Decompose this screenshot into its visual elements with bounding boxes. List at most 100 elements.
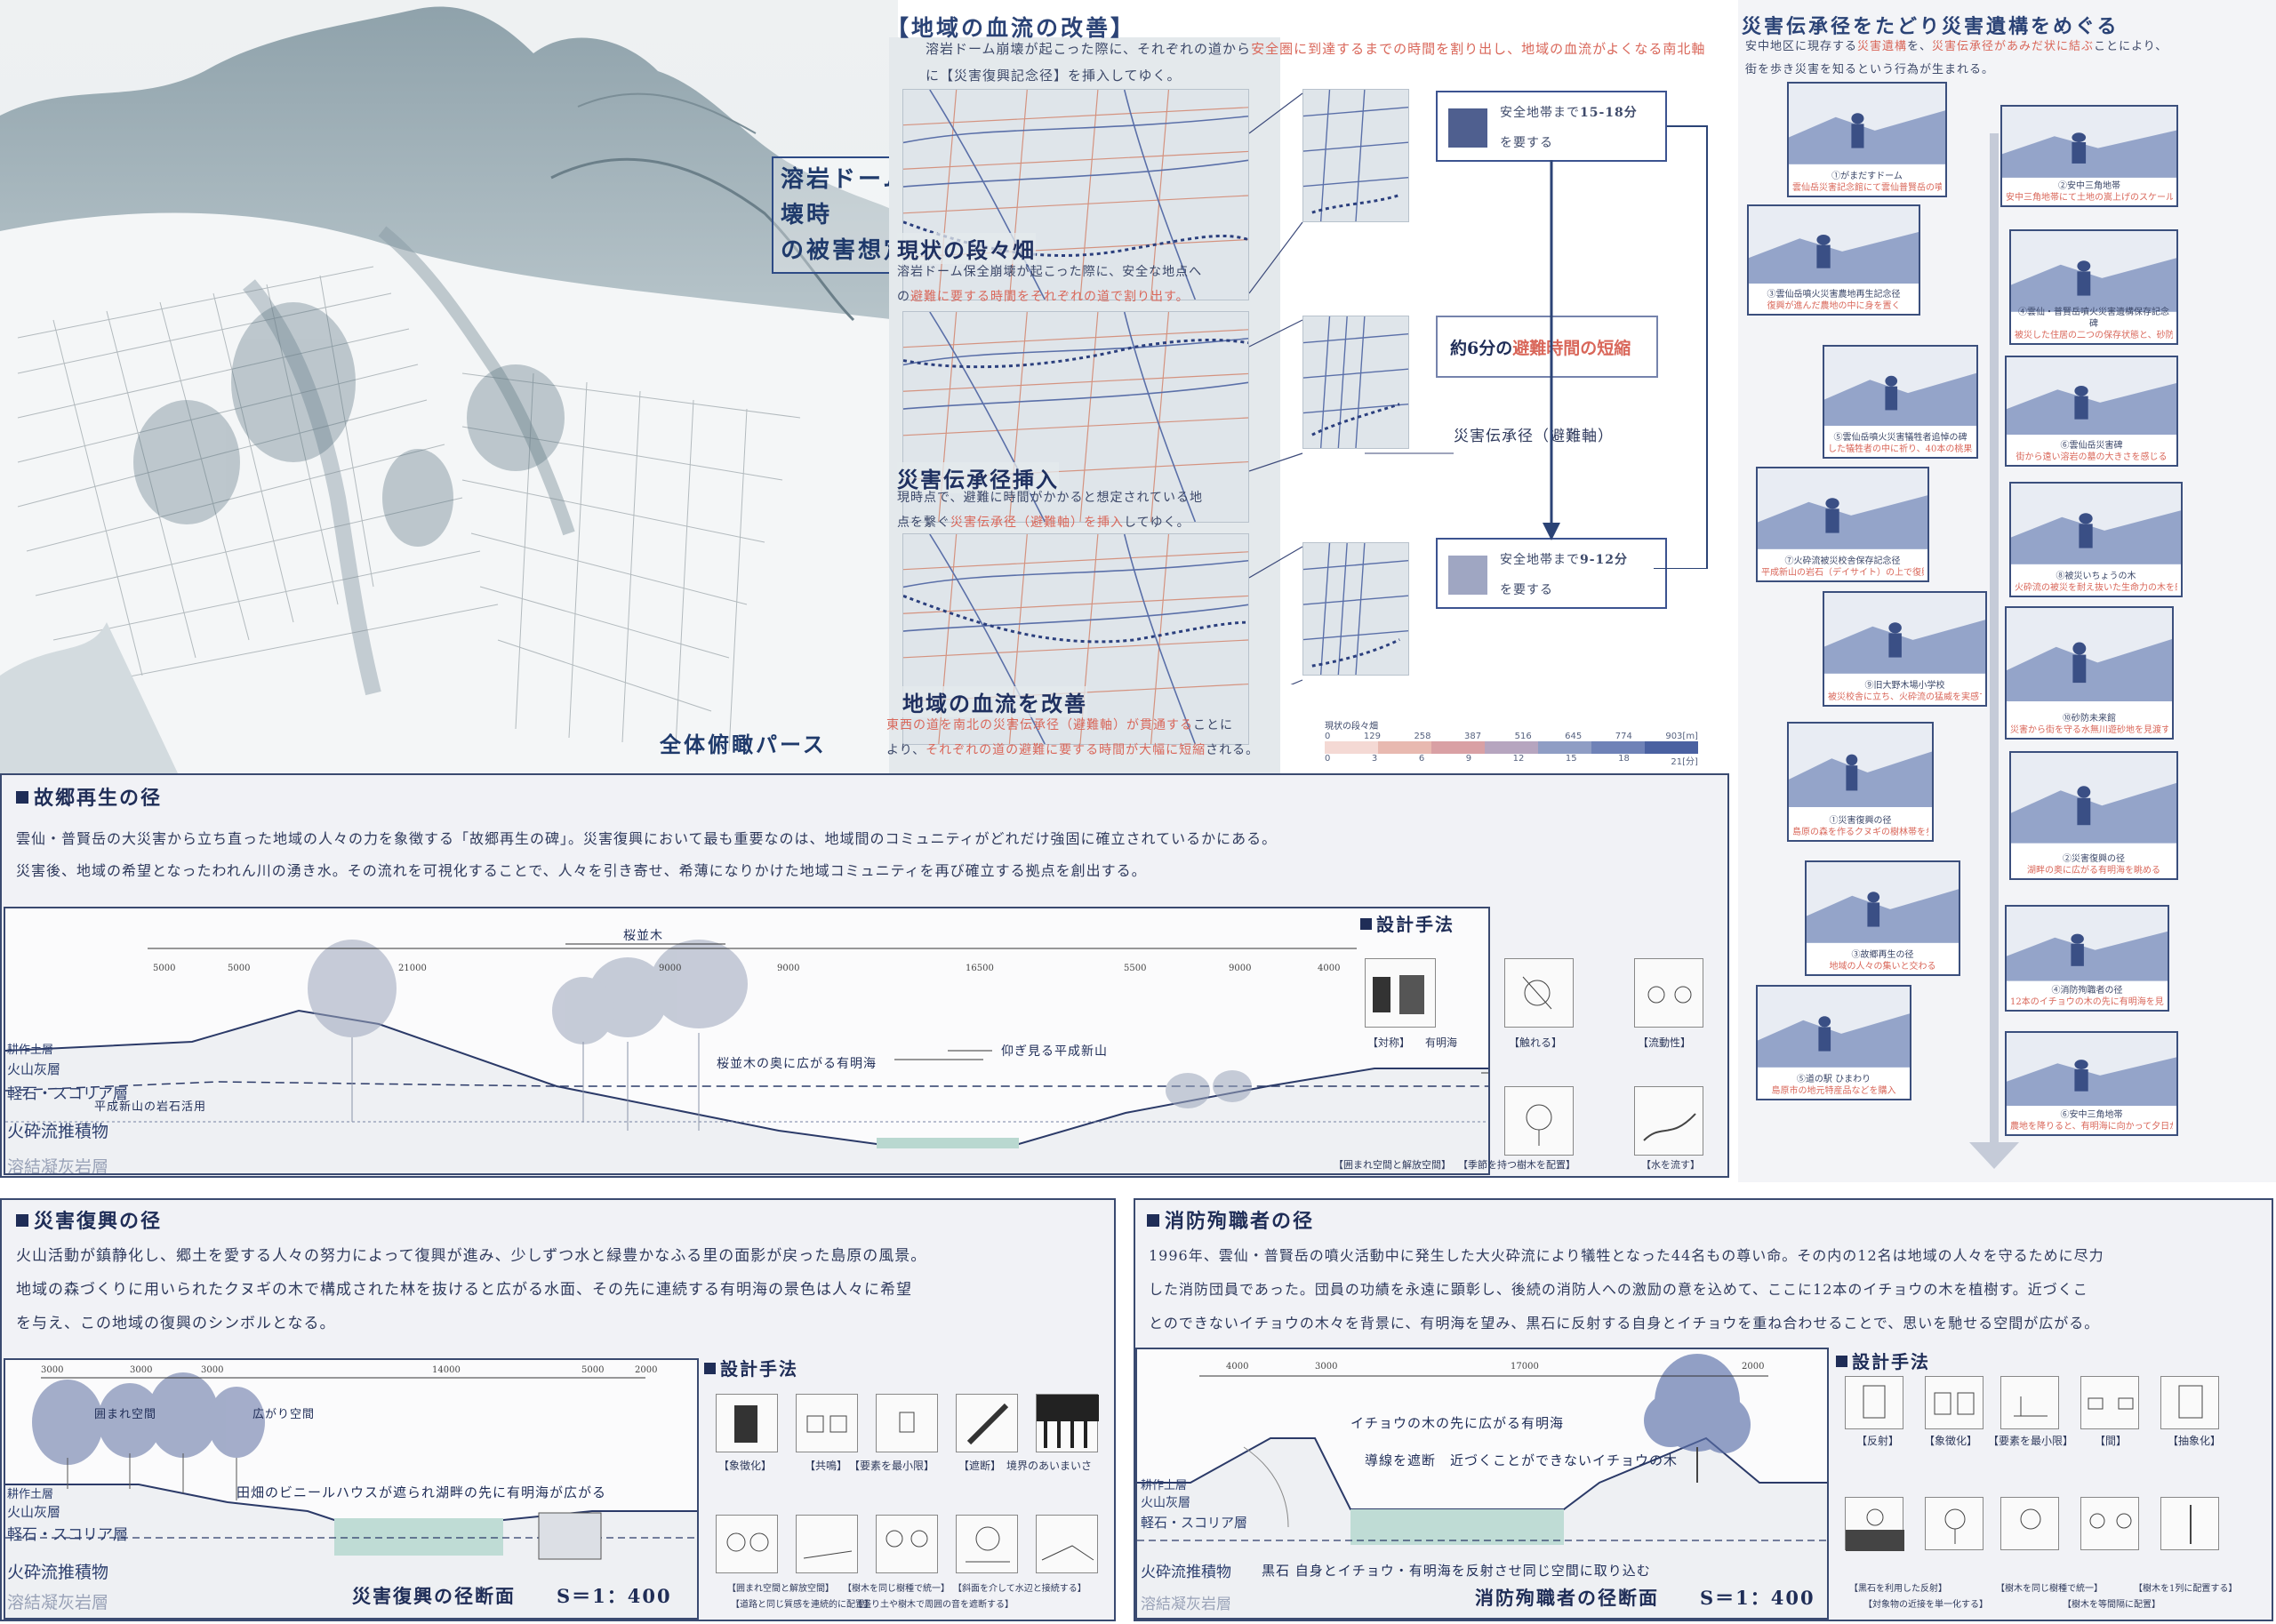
stage2-note-2b: 災害伝承径（避難軸）を挿入 <box>950 516 1124 530</box>
saigai-m-resonance-card <box>796 1394 858 1452</box>
route-card: ⑤道の駅 ひまわり島原市の地元特産品などを購入 <box>1756 985 1911 1100</box>
route-card-caption: ⑧被災いちょうの木火砕流の被災を耐え抜いた生命力の木を感じる <box>2015 571 2177 594</box>
shobo-dim-2: 3000 <box>1315 1362 1338 1372</box>
route-card-illustration <box>2007 608 2172 702</box>
route-card-sketch <box>2002 130 2176 178</box>
boundary-icon <box>1037 1395 1099 1448</box>
shobo-title: 消防殉職者の径 <box>1147 1205 1314 1234</box>
flow-intro-1b: 安全圏に到達するまでの時間を割り出し、 <box>1251 41 1522 57</box>
saigai-title: 災害復興の径 <box>16 1205 162 1234</box>
single-icon <box>2020 1508 2041 1530</box>
route-intro-2: 街を歩き災害を知るという行為が生まれる。 <box>1745 63 1995 76</box>
zoom-map-1 <box>1302 89 1409 222</box>
resonance-icon <box>806 1415 847 1433</box>
route-card: ⑨旧大野木場小学校被災校舎に立ち、火砕流の猛威を実感する <box>1823 591 1987 707</box>
route-card-sketch <box>2011 258 2176 312</box>
saigai-m-minimal-card <box>876 1394 938 1452</box>
saigai-m7: 【樹木を同じ樹種で統一】 <box>843 1584 950 1594</box>
stage2-note-1: 現時点で、避難に時間がかかると想定されている地 <box>897 491 1204 505</box>
method-symmetry-sea: 有明海 <box>1425 1036 1458 1049</box>
legend-tick: 15 <box>1565 754 1577 764</box>
saigai-dim-6: 2000 <box>635 1365 658 1375</box>
route-card-caption: ①がまだすドーム雲仙岳災害記念館にて雲仙普賢岳の噴火について学ぶ <box>1792 171 1942 194</box>
route-card-desc: した犠牲者の中に祈り、40本の桃果樹に思いを馳せる <box>1828 444 1973 454</box>
route-card-caption: ③雲仙岳噴火災害農地再生記念径復興が進んだ農地の中に身を置く <box>1752 289 1915 312</box>
route-card: ③故郷再生の径地域の人々の集いと交わる <box>1805 860 1960 976</box>
box1-line1a: 安全地帯まで <box>1500 106 1580 120</box>
saigai-m-slope-card <box>1036 1515 1098 1573</box>
blood-flow-section: 【地域の血流の改善】 溶岩ドーム崩壊が起こった際に、それぞれの道から安全圏に到達… <box>885 0 1716 773</box>
strata-1: 耕作土層 <box>7 1044 54 1057</box>
saigai-strata-4: 火砕流推積物 <box>7 1563 109 1582</box>
saigai-text: 火山活動が鎮静化し、郷土を愛する人々の努力によって復興が進み、少しずつ水と緑豊か… <box>16 1239 1110 1340</box>
box3-line1b: 9-12分 <box>1580 553 1629 567</box>
route-card: ⑧被災いちょうの木火砕流の被災を耐え抜いた生命力の木を感じる <box>2009 482 2183 597</box>
ann-view: 田畑のビニールハウスが遮られ湖畔の先に有明海が広がる <box>236 1484 607 1500</box>
route-intro: 安中地区に現存する災害遺構を、災害伝承径があみだ状に結ぶことにより、 街を歩き災… <box>1745 36 2276 82</box>
route-card-desc: 被災校舎に立ち、火砕流の猛威を実感する <box>1828 692 1982 702</box>
route-card-illustration <box>1758 987 1910 1068</box>
route-card-desc: 島原の森を作るクヌギの樹林帯を歩く <box>1792 828 1928 837</box>
box3-line2: を要する <box>1500 583 1553 597</box>
furusato-dim-6: 16500 <box>966 964 994 973</box>
shobo-strata-2: 火山灰層 <box>1141 1496 1190 1510</box>
furusato-section-drawing: 5000 5000 21000 9000 9000 16500 5500 900… <box>4 907 1490 1175</box>
route-intro-1a: 安中地区に現存する <box>1745 40 1858 53</box>
shobo-m-minimal-card <box>2000 1376 2059 1429</box>
legend-color-bar <box>1325 741 1698 754</box>
stage1-note-2b: 避難に要する時間をそれぞれの道で割り出す。 <box>910 290 1190 304</box>
aerial-title: 全体俯瞰パース <box>660 732 827 757</box>
saigai-m8: 【斜面を介して水辺と接続する】 <box>953 1584 1086 1594</box>
map-2-drawing <box>903 312 1248 522</box>
route-card-caption: ⑩砂防未来館災害から街を守る水無川遊砂地を見渡す <box>2010 713 2168 736</box>
route-card-name: ⑦火砕流被災校舎保存記念径 <box>1784 556 1901 566</box>
method-fluidity: 【流動性】 <box>1638 1036 1692 1049</box>
shobo-m-ma-card <box>2080 1376 2139 1429</box>
route-card-illustration <box>2002 107 2176 178</box>
shobo-strata-4: 火砕流推積物 <box>1141 1564 1231 1581</box>
method-enclosed: 【囲まれ空間と解放空間】 <box>1334 1159 1451 1171</box>
shobo-text: 1996年、雲仙・普賢岳の噴火活動中に発生した大火砕流により犠牲となった44名も… <box>1149 1239 2269 1340</box>
route-card-sketch <box>2007 639 2172 702</box>
sound-block-icon <box>966 1526 1010 1563</box>
legend-swatch <box>1325 741 1378 754</box>
map-stage-2 <box>902 311 1249 523</box>
legend-swatch <box>1591 741 1645 754</box>
saigai-m4: 【遮断】 <box>958 1460 1002 1472</box>
stage1-note-2a: の <box>897 290 910 304</box>
legend-tick: 645 <box>1565 732 1583 741</box>
saigai-text-1: 火山活動が鎮静化し、郷土を愛する人々の努力によって復興が進み、少しずつ水と緑豊か… <box>16 1247 927 1265</box>
strata-3: 軽石・スコリア層 <box>7 1085 128 1103</box>
route-card-caption: ②安中三角地帯安中三角地帯にて土地の嵩上げのスケールを体感する <box>2006 180 2173 204</box>
saigai-m-tree-card <box>876 1515 938 1573</box>
saigai-section-svg <box>5 1360 697 1618</box>
time-box-current: 安全地帯まで15-18分 を要する <box>1436 91 1667 162</box>
saigai-method-title: 設計手法 <box>704 1355 798 1380</box>
stage1-note: 溶岩ドーム保全崩壊が起こった際に、安全な地点へ の避難に要する時間をそれぞれの道… <box>897 260 1288 309</box>
route-card-sketch <box>1758 1013 1910 1068</box>
legend-tick: 774 <box>1615 732 1632 741</box>
route-card-desc: 雲仙岳災害記念館にて雲仙普賢岳の噴火について学ぶ <box>1792 183 1942 193</box>
strata-4: 火砕流推積物 <box>7 1122 109 1141</box>
route-card-caption: ⑤道の駅 ひまわり島原市の地元特産品などを購入 <box>1761 1074 1906 1097</box>
route-card-caption: ③故郷再生の径地域の人々の集いと交わる <box>1810 949 1955 972</box>
route-card-illustration <box>2007 357 2176 436</box>
map-stage-1 <box>902 89 1249 300</box>
shobo-m9: 【樹木を等間隔に配置】 <box>2063 1600 2160 1610</box>
saigai-m3: 【要素を最小限】 <box>849 1460 935 1472</box>
stage2-title: 災害伝承径挿入 <box>897 462 1059 493</box>
shobo-method-title: 設計手法 <box>1836 1348 1930 1373</box>
route-card-desc: 火砕流の被災を耐え抜いた生命力の木を感じる <box>2015 583 2177 593</box>
shobo-m7: 【樹木を同じ樹種で統一】 <box>1996 1584 2103 1594</box>
method-water: 【水を流す】 <box>1641 1159 1700 1171</box>
furusato-dim-2: 5000 <box>228 964 251 973</box>
shobo-m-line-card <box>2160 1497 2219 1550</box>
path-icon <box>803 1550 853 1559</box>
fluidity-icon <box>1647 986 1692 1004</box>
saigai-caption: 災害復興の径断面 S＝1：400 <box>352 1585 672 1607</box>
furusato-dim-9: 4000 <box>1318 964 1341 973</box>
route-card-illustration <box>1789 84 1945 164</box>
method-water-card <box>1634 1086 1703 1156</box>
shobo-m-abstract-card <box>2160 1376 2219 1429</box>
